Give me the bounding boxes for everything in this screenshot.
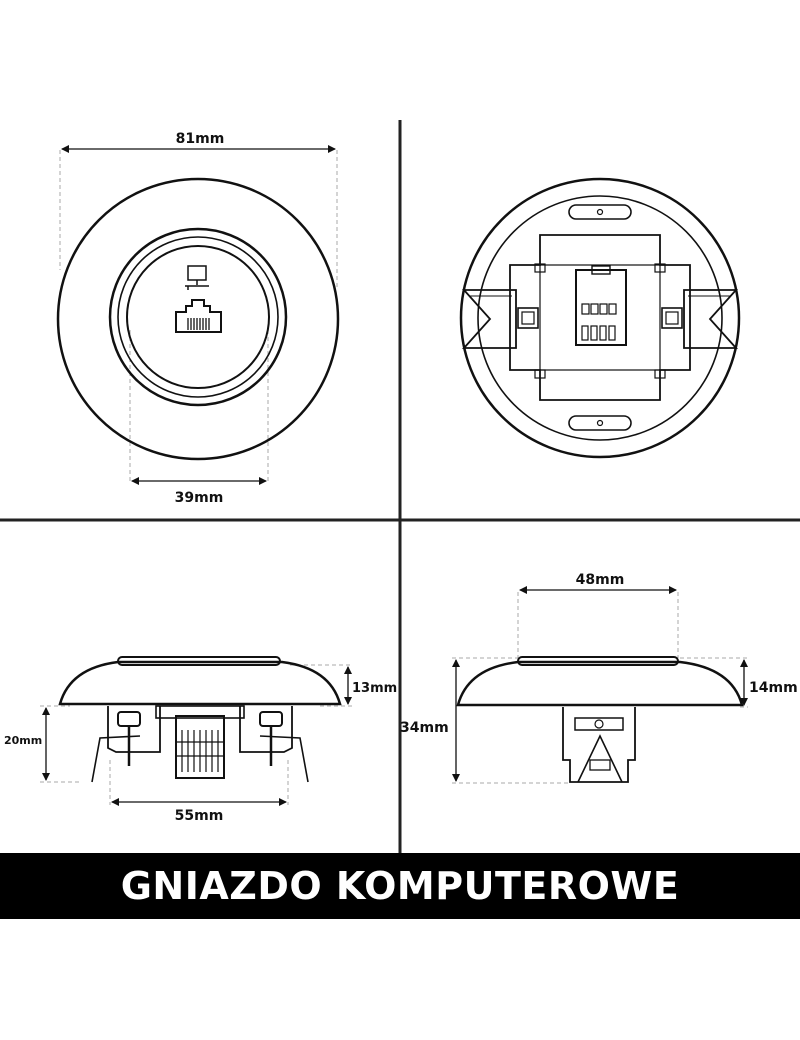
title-banner: GNIAZDO KOMPUTEROWE xyxy=(0,853,800,919)
inner-ring xyxy=(108,227,288,407)
dim-profile-total-height: 34mm xyxy=(400,720,449,736)
panel-dividers xyxy=(0,120,800,853)
dim-profile-cover-height: 14mm xyxy=(749,680,798,696)
side-view: 13mm 20mm 55mm xyxy=(4,656,397,824)
profile-view: 48mm 14mm 34mm xyxy=(400,572,798,784)
dim-side-mount-height: 20mm xyxy=(4,734,42,747)
dim-front-outer: 81mm xyxy=(176,131,225,147)
dim-front-inner: 39mm xyxy=(175,490,224,506)
front-view: 81mm 39mm xyxy=(56,131,340,506)
banner-title: GNIAZDO KOMPUTEROWE xyxy=(120,864,680,908)
dim-side-width: 55mm xyxy=(175,808,224,824)
rj45-port-icon xyxy=(175,299,222,333)
outer-plate xyxy=(56,177,340,461)
dim-profile-top-width: 48mm xyxy=(576,572,625,588)
back-view xyxy=(459,177,741,459)
computer-icon xyxy=(185,265,209,290)
dim-side-cover-height: 13mm xyxy=(352,681,397,696)
